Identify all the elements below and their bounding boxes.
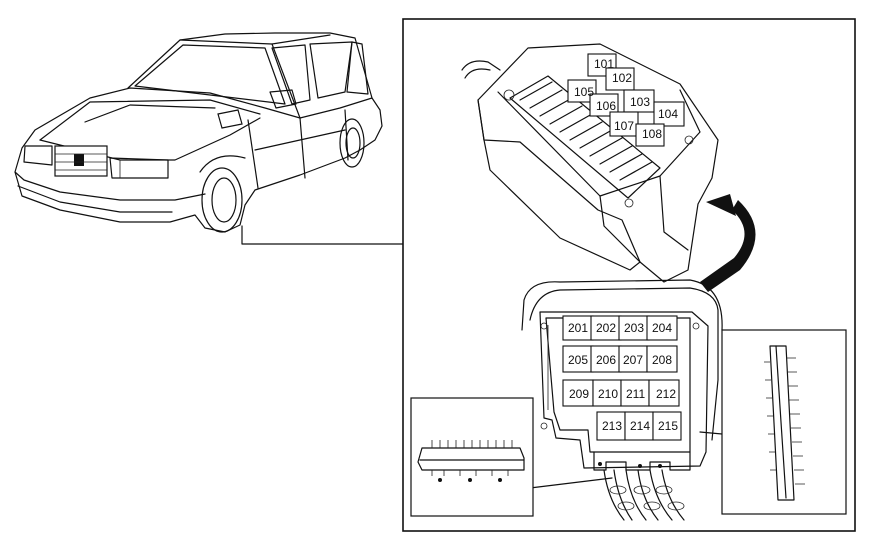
relay-label-208: 208 <box>652 353 672 367</box>
relay-label-103: 103 <box>630 95 650 109</box>
lower-relay-labels: 201 202 203 204 205 206 207 208 209 210 … <box>568 321 678 433</box>
relay-label-104: 104 <box>658 107 678 121</box>
relay-label-105: 105 <box>574 85 594 99</box>
lower-relay-box <box>521 279 723 521</box>
leader-line <box>241 225 406 245</box>
relay-label-202: 202 <box>596 321 616 335</box>
location-arrow <box>700 200 756 292</box>
relay-label-101: 101 <box>594 57 614 71</box>
relay-label-213: 213 <box>602 419 622 433</box>
relay-label-107: 107 <box>614 119 634 133</box>
relay-label-214: 214 <box>630 419 650 433</box>
relay-label-206: 206 <box>596 353 616 367</box>
relay-label-211: 211 <box>626 387 645 401</box>
location-arrow-head <box>706 194 736 216</box>
right-connector-inset <box>721 329 847 515</box>
relay-label-210: 210 <box>598 387 618 401</box>
relay-label-203: 203 <box>624 321 644 335</box>
relay-label-212: 212 <box>656 387 676 401</box>
relay-label-201: 201 <box>568 321 588 335</box>
left-connector-inset <box>410 397 534 517</box>
relay-label-106: 106 <box>596 99 616 113</box>
upper-fuse-relay-box <box>461 43 719 283</box>
upper-relay-labels: 101 102 103 104 105 106 107 108 <box>574 57 678 141</box>
relay-label-102: 102 <box>612 71 632 85</box>
relay-label-215: 215 <box>658 419 678 433</box>
relay-label-205: 205 <box>568 353 588 367</box>
car-illustration <box>14 32 383 233</box>
relay-label-207: 207 <box>623 353 643 367</box>
relay-label-204: 204 <box>652 321 672 335</box>
relay-label-108: 108 <box>642 127 662 141</box>
relay-label-209: 209 <box>569 387 589 401</box>
